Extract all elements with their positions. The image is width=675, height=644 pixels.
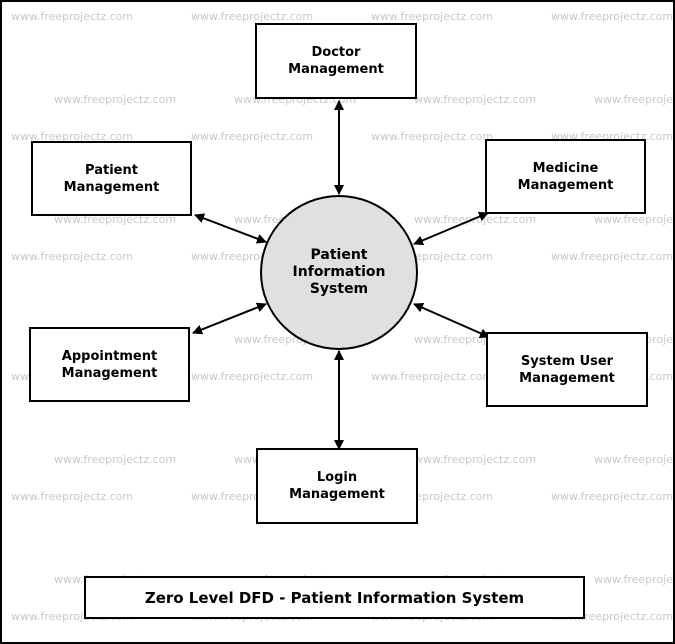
appointment-management-entity: Appointment Management [29, 327, 190, 402]
watermark-text: www.freeprojectz.com [371, 130, 494, 143]
watermark-text: www.freeprojectz.com [11, 130, 134, 143]
watermark-text: www.freeprojectz.com [234, 333, 357, 346]
patient-information-system-process: Patient Information System [260, 195, 418, 350]
watermark-text: www.freeprojectz.com [191, 10, 314, 23]
watermark-text: www.freeprojectz.com [191, 130, 314, 143]
entity-label: Doctor Management [288, 45, 384, 77]
process-label: Patient Information System [292, 247, 386, 297]
watermark-text: www.freeprojectz.com [414, 333, 537, 346]
watermark-text: www.freeprojectz.com [191, 370, 314, 383]
login-management-entity: Login Management [256, 448, 418, 524]
watermark-text: www.freeprojectz.com [11, 250, 134, 263]
watermark-text: www.freeprojectz.com [371, 490, 494, 503]
watermark-text: www.freeprojectz.com [11, 610, 134, 623]
watermark-text: www.freeprojectz.com [551, 490, 674, 503]
patient-management-entity: Patient Management [31, 141, 192, 216]
watermark-text: www.freeprojectz.com [54, 93, 177, 106]
watermark-text: www.freeprojectz.com [594, 453, 673, 466]
diagram-title: Zero Level DFD - Patient Information Sys… [144, 588, 525, 607]
watermark-text: www.freeprojectz.com [551, 10, 674, 23]
entity-label: Patient Management [63, 162, 160, 195]
watermark-text: www.freeprojectz.com [11, 490, 134, 503]
watermark-text: www.freeprojectz.com [551, 130, 674, 143]
entity-label: Appointment Management [61, 348, 158, 381]
watermark-text: www.freeprojectz.com [371, 10, 494, 23]
flow-appointment [192, 302, 267, 335]
flow-patient [194, 213, 267, 244]
watermark-text: www.freeprojectz.com [371, 370, 494, 383]
flow-system-user [413, 303, 490, 338]
watermark-text: www.freeprojectz.com [54, 213, 177, 226]
watermark-text: www.freeprojectz.com [594, 573, 673, 586]
entity-label: System User Management [519, 353, 615, 386]
entity-label: Medicine Management [517, 160, 614, 193]
watermark-text: www.freeprojectz.com [371, 250, 494, 263]
entity-label: Login Management [289, 470, 385, 502]
watermark-text: www.freeprojectz.com [11, 10, 134, 23]
watermark-text: www.freeprojectz.com [414, 93, 537, 106]
medicine-management-entity: Medicine Management [485, 139, 646, 214]
watermark-text: www.freeprojectz.com [54, 453, 177, 466]
watermark-text: www.freeprojectz.com [234, 93, 357, 106]
doctor-management-entity: Doctor Management [255, 23, 417, 99]
flow-medicine [413, 211, 489, 246]
watermark-text: www.freeprojectz.com [414, 453, 537, 466]
watermark-text: www.freeprojectz.com [594, 213, 673, 226]
watermark-text: www.freeprojectz.com [551, 250, 674, 263]
watermark-text: www.freeprojectz.com [191, 490, 314, 503]
system-user-management-entity: System User Management [486, 332, 648, 407]
watermark-text: www.freeprojectz.com [594, 93, 673, 106]
diagram-title-box: Zero Level DFD - Patient Information Sys… [84, 576, 585, 619]
watermark-text: www.freeprojectz.com [191, 250, 314, 263]
watermark-text: www.freeprojectz.com [551, 610, 674, 623]
